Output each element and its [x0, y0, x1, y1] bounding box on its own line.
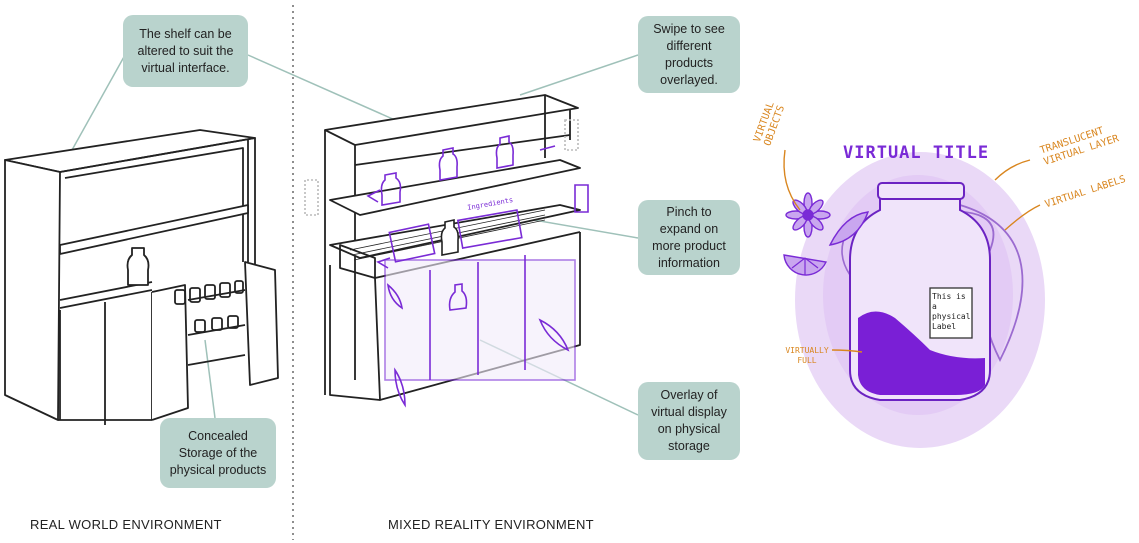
callout-concealed: Concealed Storage of the physical produc…: [160, 418, 276, 488]
physical-bottle: [440, 219, 459, 256]
virtual-overlay-shelf: [304, 119, 589, 408]
label-mixed-reality: MIXED REALITY ENVIRONMENT: [388, 517, 594, 532]
leader-shelf-left: [71, 54, 126, 151]
virtual-bottle-sketch: [783, 149, 1045, 448]
callout-shelf-altered: The shelf can be altered to suit the vir…: [123, 15, 248, 87]
real-world-shelf: [4, 129, 279, 425]
callout-overlay: Overlay of virtual display on physical s…: [638, 382, 740, 460]
flower-icon: [785, 192, 831, 238]
leader-concealed: [204, 339, 216, 419]
annotation-arrows: [783, 149, 1041, 353]
bottle-cap: [877, 182, 965, 200]
virtual-liquid: [858, 311, 985, 395]
label-real-world: REAL WORLD ENVIRONMENT: [30, 517, 222, 532]
virtually-full-text: VIRTUALLY FULL: [785, 346, 829, 365]
leader-swipe: [519, 54, 639, 96]
physical-label-card: [929, 287, 973, 339]
physical-label-text: This is a physical Label: [932, 292, 971, 331]
leader-shelf-right: [247, 54, 396, 121]
callout-swipe: Swipe to see different products overlaye…: [638, 16, 740, 93]
lemon-slice-icon: [783, 254, 828, 276]
virtual-title-text: VIRTUAL TITLE: [843, 143, 990, 163]
leaf-icon: [828, 211, 870, 246]
callout-pinch: Pinch to expand on more product informat…: [638, 200, 740, 275]
